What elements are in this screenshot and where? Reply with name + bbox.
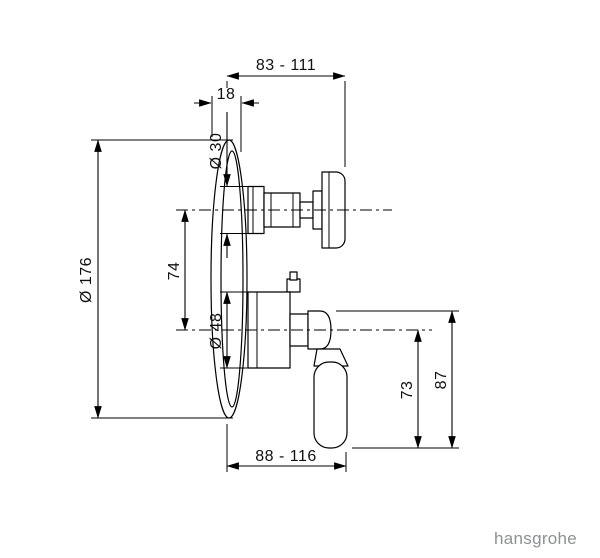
dim-stem-diameter: Ø 30 bbox=[208, 112, 253, 258]
hansgrohe-logo: hansgrohe bbox=[494, 529, 577, 548]
dim-cartridge-diameter: Ø 48 bbox=[208, 291, 252, 369]
dim-label-lever-length: 73 bbox=[399, 381, 416, 400]
lever-grip bbox=[313, 361, 348, 449]
dim-center-spacing: 74 bbox=[166, 209, 189, 331]
dim-handle-height: 87 bbox=[336, 310, 459, 449]
bottom-valve-lever-handle bbox=[247, 271, 349, 449]
cross-handle-knob bbox=[321, 171, 346, 249]
dim-label-handle-height: 87 bbox=[433, 371, 450, 390]
lever-neck bbox=[313, 348, 349, 367]
dim-plate-depth: 18 bbox=[194, 86, 259, 152]
dim-label-stem-diameter: Ø 30 bbox=[208, 133, 225, 170]
dim-plate-diameter: Ø 176 bbox=[78, 139, 233, 419]
dim-label-plate-diameter: Ø 176 bbox=[78, 257, 95, 303]
dim-label-center-spacing: 74 bbox=[166, 262, 183, 281]
dim-label-plate-depth: 18 bbox=[217, 86, 236, 103]
dim-label-cartridge-diameter: Ø 48 bbox=[208, 313, 225, 350]
escutcheon-plate bbox=[210, 139, 248, 419]
dim-lever-length: 73 bbox=[352, 329, 459, 449]
dim-label-top-depth-range: 83 - 111 bbox=[256, 57, 316, 74]
dim-top-depth-range: 83 - 111 bbox=[226, 57, 346, 167]
dim-label-bottom-depth-range: 88 - 116 bbox=[255, 448, 317, 465]
dim-bottom-depth-range: 88 - 116 bbox=[226, 424, 347, 472]
